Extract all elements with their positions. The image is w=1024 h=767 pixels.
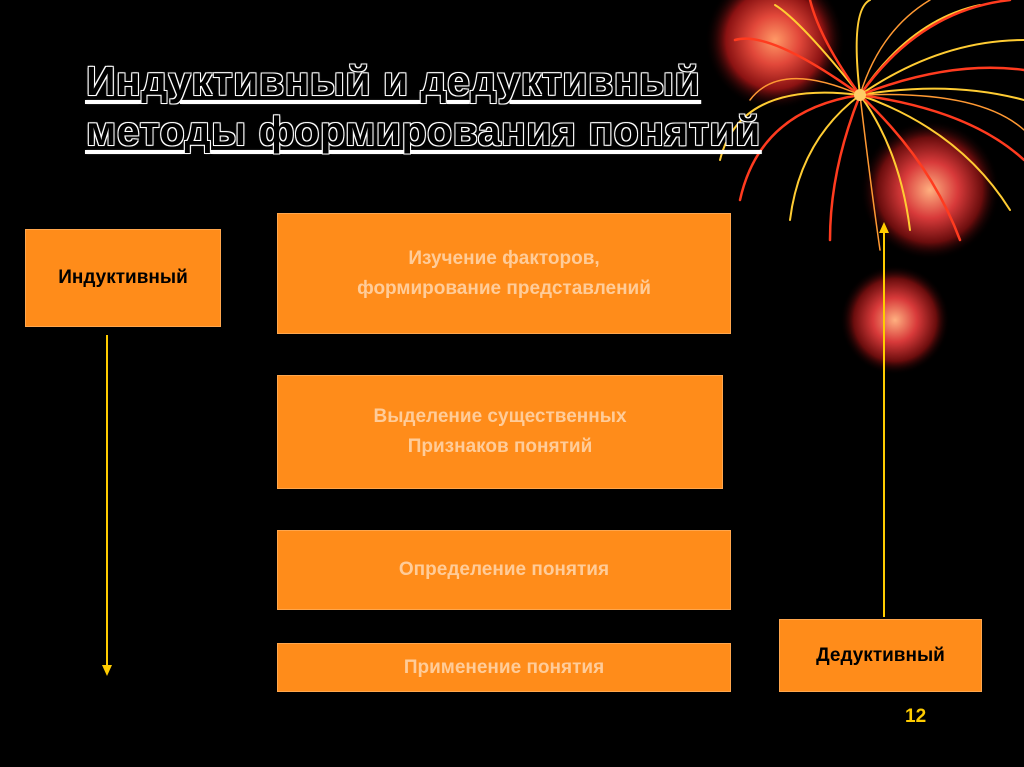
deductive-box: Дедуктивный	[779, 619, 982, 692]
firework-decoration	[705, 0, 1024, 375]
title-line-1: Индуктивный и дедуктивный	[86, 58, 701, 104]
step-box-2: Выделение существенных Признаков понятий	[277, 375, 723, 489]
step-2-line-2: Признаков понятий	[407, 436, 593, 457]
step-box-3: Определение понятия	[277, 530, 731, 610]
step-2-line-1: Выделение существенных	[373, 406, 627, 427]
arrow-down-icon	[102, 335, 112, 676]
step-box-4: Применение понятия	[277, 643, 731, 692]
deductive-label: Дедуктивный	[816, 644, 945, 666]
step-3-label: Определение понятия	[398, 559, 610, 580]
step-4-label: Применение понятия	[403, 656, 605, 678]
step-box-1: Изучение факторов, формирование представ…	[277, 213, 731, 334]
inductive-box: Индуктивный	[25, 229, 221, 327]
slide-title: Индуктивный и дедуктивный методы формиро…	[86, 56, 926, 156]
inductive-label: Индуктивный	[58, 267, 188, 288]
title-line-2: методы формирования понятий	[86, 108, 761, 154]
arrow-up-icon	[879, 222, 889, 617]
step-1-line-1: Изучение факторов,	[408, 247, 600, 269]
step-1-line-2: формирование представлений	[357, 277, 651, 299]
firework-rays	[719, 0, 1024, 251]
page-number: 12	[905, 706, 927, 727]
